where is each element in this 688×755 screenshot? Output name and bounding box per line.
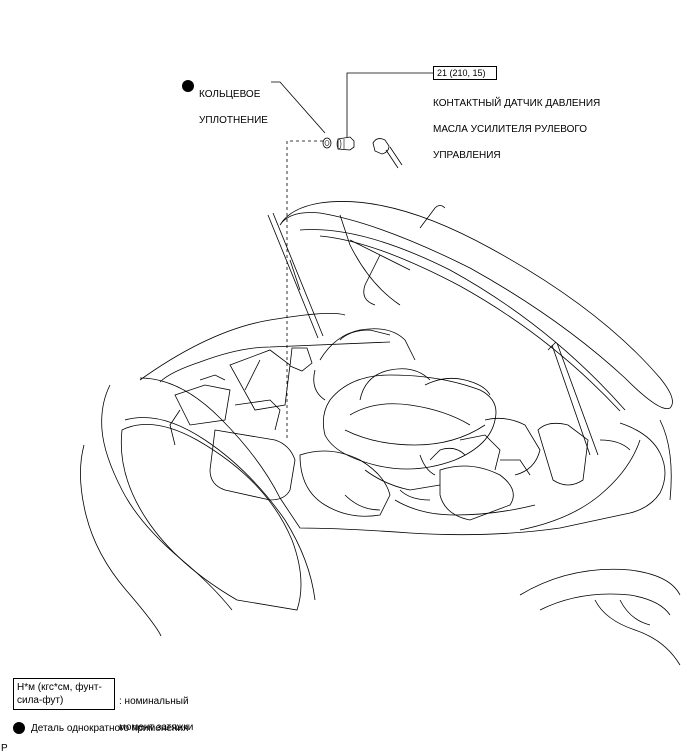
sensor-label-line1: КОНТАКТНЫЙ ДАТЧИК ДАВЛЕНИЯ	[433, 98, 601, 109]
legend-units-line2: сила-фут)	[17, 695, 64, 706]
oring-part	[322, 137, 332, 149]
connector-part	[372, 138, 390, 155]
hood-struts	[267, 212, 599, 456]
legend-desc-line2: момент затяжки	[119, 722, 194, 733]
legend-units-description: : номинальный момент затяжки	[119, 682, 193, 734]
oring-label-line1: КОЛЬЦЕВОЕ	[199, 89, 261, 100]
vehicle-body	[80, 312, 681, 666]
parts-exploded	[322, 136, 403, 169]
corner-mark: P	[1, 743, 8, 754]
sensor-label: КОНТАКТНЫЙ ДАТЧИК ДАВЛЕНИЯ МАСЛА УСИЛИТЕ…	[433, 84, 600, 162]
pressure-switch-part	[337, 136, 355, 151]
legend-non-reusable-dot	[13, 722, 25, 734]
legend-units-line1: Н*м (кгс*см, фунт-	[17, 682, 102, 693]
engine-cover	[322, 374, 497, 470]
sensor-label-line3: УПРАВЛЕНИЯ	[433, 150, 501, 161]
non-reusable-marker	[182, 80, 194, 92]
torque-spec-box: 21 (210, 15)	[433, 66, 497, 80]
legend-non-reusable-label: Деталь однократного применения	[31, 723, 189, 734]
legend-units-box: Н*м (кгс*см, фунт- сила-фут)	[13, 678, 115, 710]
oring-label-line2: УПЛОТНЕНИЕ	[199, 115, 268, 126]
legend-desc-line1: : номинальный	[119, 696, 189, 707]
oring-label: КОЛЬЦЕВОЕ УПЛОТНЕНИЕ	[199, 75, 268, 127]
engine-components	[169, 328, 631, 521]
open-hood	[279, 201, 673, 412]
leader-lines	[271, 72, 433, 440]
sensor-label-line2: МАСЛА УСИЛИТЕЛЯ РУЛЕВОГО	[433, 124, 587, 135]
headlight	[120, 424, 302, 611]
